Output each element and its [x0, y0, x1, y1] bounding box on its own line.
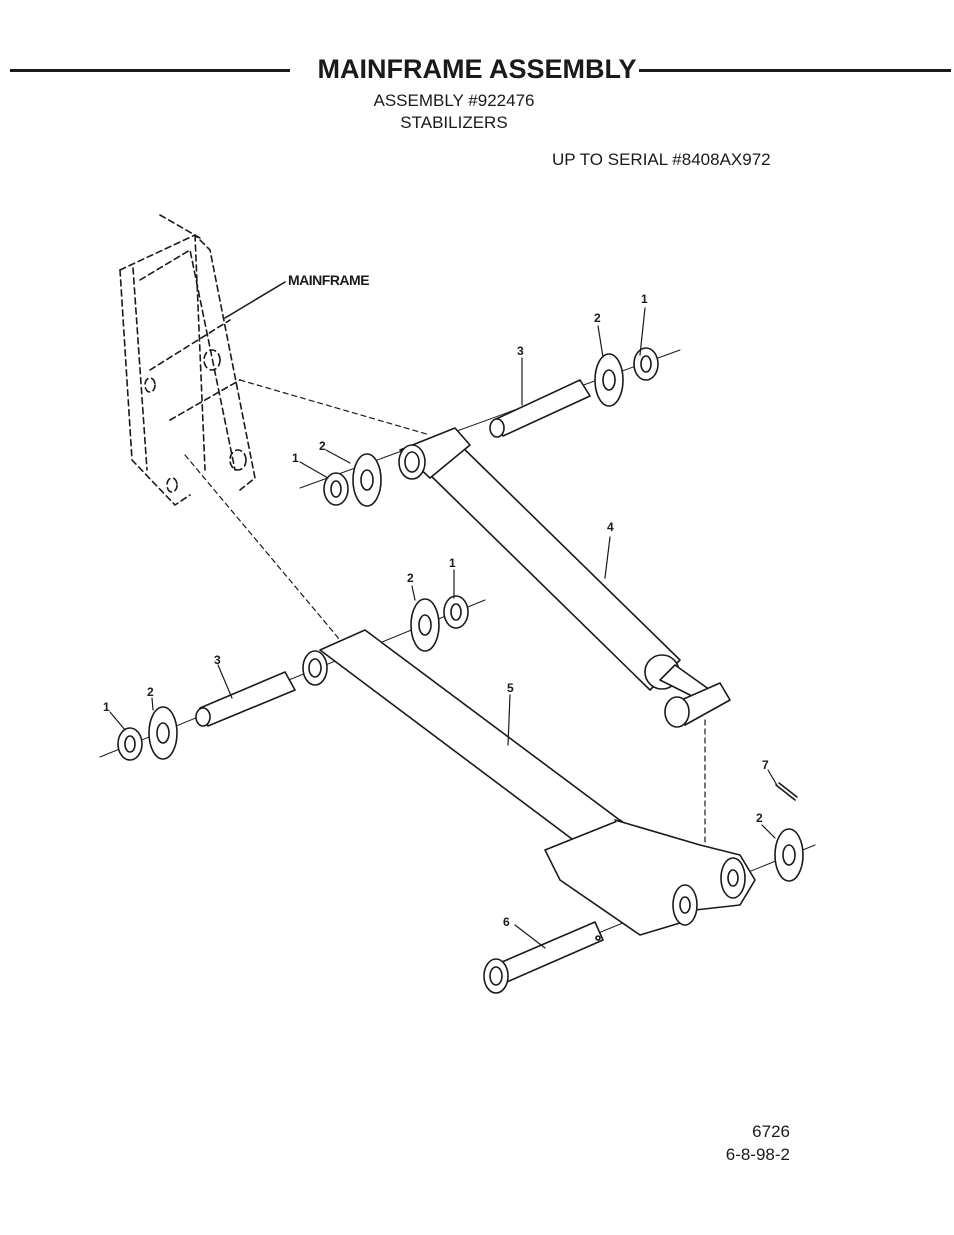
callout-1-upper-right: 1 [641, 292, 648, 306]
upper-right-washer [594, 353, 624, 407]
mainframe-label: MAINFRAME [288, 272, 369, 288]
callout-2-lower-top: 2 [407, 571, 414, 585]
page-title: MAINFRAME ASSEMBLY [315, 54, 639, 84]
assembly-subtitle: STABILIZERS [400, 113, 508, 132]
assembly-number: ASSEMBLY #922476 [373, 91, 535, 110]
callout-5: 5 [507, 681, 514, 695]
upper-stabilizer-part-4 [398, 427, 731, 728]
revision-code: 6-8-98-2 [725, 1145, 790, 1164]
mainframe-leader [224, 281, 286, 319]
lower-top-lockwasher [443, 595, 469, 629]
callout-2-upper-left: 2 [319, 439, 326, 453]
upper-left-lockwasher [323, 472, 349, 506]
callout-7: 7 [762, 758, 769, 772]
serial-range: UP TO SERIAL #8408AX972 [552, 150, 771, 169]
clevis-pin-part-6 [483, 921, 604, 994]
upper-left-washer [352, 453, 382, 507]
callout-4: 4 [607, 520, 614, 534]
callout-2-end: 2 [756, 811, 763, 825]
lower-left-washer [148, 706, 178, 760]
callout-3-upper: 3 [517, 344, 524, 358]
upper-pin-part-3 [489, 379, 591, 438]
cotter-pin-part-7 [775, 782, 798, 801]
title-rule-left [10, 69, 290, 72]
end-washer [774, 828, 804, 882]
callout-2-upper-right: 2 [594, 311, 601, 325]
callout-1-upper-left: 1 [292, 451, 299, 465]
upper-right-lockwasher [633, 347, 659, 381]
title-rule-right [618, 69, 951, 72]
lower-stabilizer-part-5 [302, 629, 756, 936]
mainframe-outline [119, 214, 256, 506]
callout-2-lower-left: 2 [147, 685, 154, 699]
callout-1-lower-top: 1 [449, 556, 456, 570]
callout-6: 6 [503, 915, 510, 929]
callout-1-lower-left: 1 [103, 700, 110, 714]
page-number: 6726 [752, 1122, 790, 1141]
lower-top-washer [410, 598, 440, 652]
lower-left-lockwasher [117, 727, 143, 761]
callout-3-lower: 3 [214, 653, 221, 667]
lower-pin-part-3 [195, 671, 296, 727]
